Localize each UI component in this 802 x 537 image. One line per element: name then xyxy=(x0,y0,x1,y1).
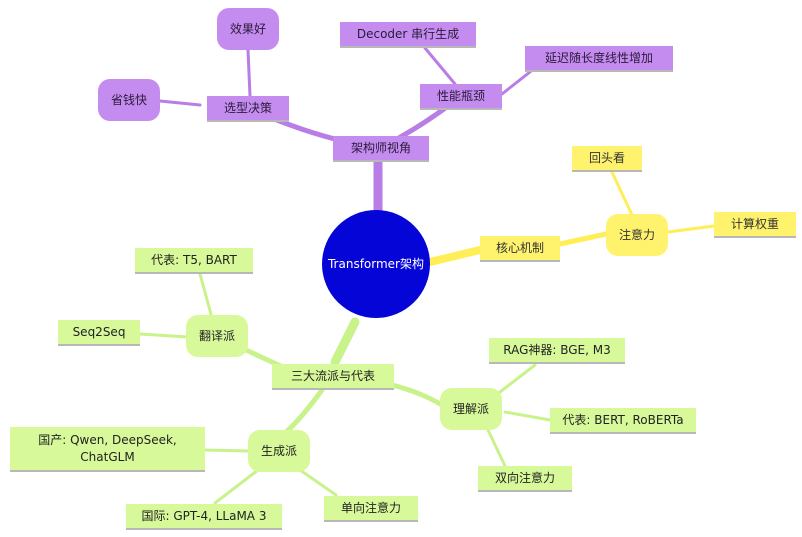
edge-bottleneck-decoder xyxy=(423,46,457,86)
edge-bottleneck-latency xyxy=(500,66,537,96)
edge-attention-lookback xyxy=(610,170,634,217)
node-bottleneck[interactable]: 性能瓶颈 xyxy=(420,84,502,110)
root-node[interactable]: Transformer架构 xyxy=(322,210,430,318)
node-translate-school[interactable]: 翻译派 xyxy=(186,315,248,357)
node-selection-decision[interactable]: 选型决策 xyxy=(207,96,289,122)
edge-translate-rep xyxy=(198,272,214,320)
node-architect-view[interactable]: 架构师视角 xyxy=(333,136,429,162)
node-latency-linear[interactable]: 延迟随长度线性增加 xyxy=(525,46,673,72)
node-unidirectional[interactable]: 单向注意力 xyxy=(324,496,418,522)
node-attention[interactable]: 注意力 xyxy=(606,214,668,256)
edge-understand-bidir xyxy=(486,428,507,468)
node-understand-rep[interactable]: 代表: BERT, RoBERTa xyxy=(550,408,696,434)
edge-translate-seq2seq xyxy=(138,332,190,339)
node-decoder-serial[interactable]: Decoder 串行生成 xyxy=(340,22,476,48)
node-bidirectional[interactable]: 双向注意力 xyxy=(478,466,572,492)
edge-schools-understand xyxy=(389,382,445,408)
edge-core-attention xyxy=(557,231,609,247)
node-translate-rep[interactable]: 代表: T5, BART xyxy=(135,248,253,274)
node-rag[interactable]: RAG神器: BGE, M3 xyxy=(489,338,625,364)
edge-generate-intl xyxy=(213,468,260,505)
node-understand-school[interactable]: 理解派 xyxy=(440,388,502,430)
node-intl-models[interactable]: 国际: GPT-4, LLaMA 3 xyxy=(126,504,282,530)
node-good-effect[interactable]: 效果好 xyxy=(217,8,279,50)
edge-schools-generate xyxy=(283,387,325,435)
node-cheap-fast[interactable]: 省钱快 xyxy=(98,79,160,121)
edge-root-core xyxy=(426,246,484,266)
edge-root-schools xyxy=(330,317,360,367)
node-core-mechanism[interactable]: 核心机制 xyxy=(480,236,560,262)
edge-selection-cheap xyxy=(158,99,202,107)
edge-selection-good xyxy=(246,48,252,98)
node-seq2seq[interactable]: Seq2Seq xyxy=(58,320,140,346)
edge-understand-rep xyxy=(503,410,552,422)
node-look-back[interactable]: 回头看 xyxy=(572,146,642,172)
edge-generate-unidir xyxy=(298,468,338,497)
node-generate-school[interactable]: 生成派 xyxy=(248,430,310,472)
edge-generate-domestic xyxy=(203,448,250,453)
node-compute-weights[interactable]: 计算权重 xyxy=(714,212,796,238)
node-three-schools[interactable]: 三大流派与代表 xyxy=(272,364,394,390)
edge-attention-weights xyxy=(666,224,716,234)
edge-understand-rag xyxy=(498,363,537,394)
node-domestic-models[interactable]: 国产: Qwen, DeepSeek, ChatGLM xyxy=(10,427,205,472)
